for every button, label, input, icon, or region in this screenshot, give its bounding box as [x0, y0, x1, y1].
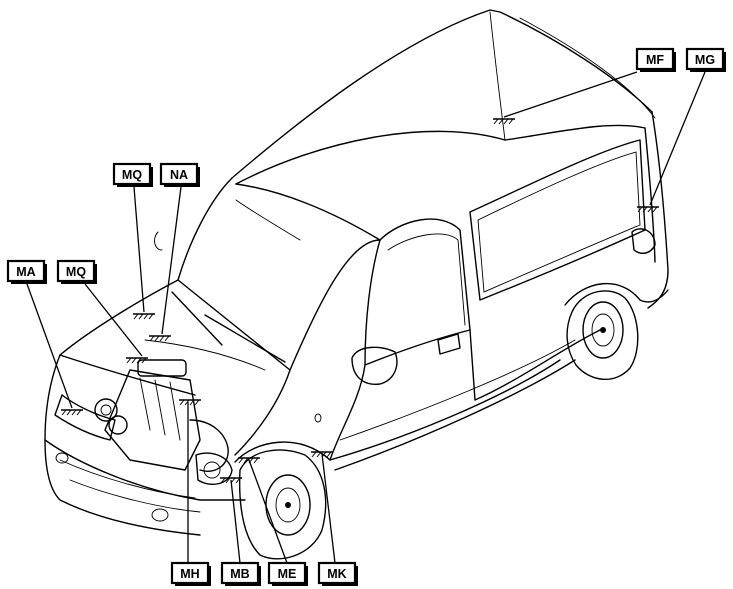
ground-point-mg: [636, 71, 706, 213]
label-mq-top: MQ: [112, 162, 153, 187]
ground-point-mk: [310, 451, 336, 564]
ground-point-mq-top: [132, 186, 156, 320]
label-me: ME: [267, 561, 308, 586]
label-na-text: NA: [170, 168, 188, 182]
label-ma-text: MA: [16, 265, 35, 279]
label-mg: MG: [685, 47, 726, 72]
ground-point-me: [237, 457, 288, 564]
ground-point-mf: [492, 71, 638, 125]
ground-point-mq-front: [84, 283, 149, 364]
label-me-text: ME: [278, 567, 297, 581]
engine-illustration: [94, 359, 233, 486]
label-mk: MK: [317, 561, 358, 586]
label-mb: MB: [220, 561, 261, 586]
label-mh-text: MH: [180, 567, 199, 581]
ground-point-mh: [178, 399, 202, 563]
ground-point-mb: [219, 477, 243, 564]
label-mh: MH: [170, 561, 211, 586]
label-mq-front: MQ: [56, 259, 97, 284]
label-na: NA: [159, 162, 200, 187]
label-mf: MF: [635, 47, 676, 72]
label-mq-top-text: MQ: [122, 168, 142, 182]
vehicle-illustration: [44, 9, 669, 560]
label-mq-front-text: MQ: [66, 265, 86, 279]
label-mg-text: MG: [695, 53, 715, 67]
label-mb-text: MB: [230, 567, 249, 581]
ground-point-ma: [26, 283, 84, 416]
label-mk-text: MK: [327, 567, 346, 581]
ground-point-na: [148, 186, 182, 342]
label-mf-text: MF: [646, 53, 664, 67]
label-ma: MA: [6, 259, 47, 284]
